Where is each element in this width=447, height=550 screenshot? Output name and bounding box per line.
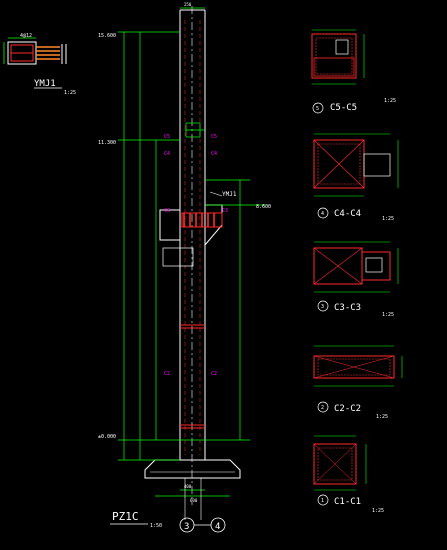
section-c3-num: 3 xyxy=(321,304,324,310)
section-c5-title: C5-C5 xyxy=(330,103,357,113)
section-c4-num: 4 xyxy=(321,211,324,217)
section-c5: 5 C5-C5 1:25 xyxy=(311,29,396,114)
ymj1-dim-label: 4@12 xyxy=(20,33,32,39)
elevation-mid: 11.300 xyxy=(98,140,116,146)
main-scale: 1:50 xyxy=(150,523,162,529)
axis-label-b: 4 xyxy=(215,522,220,532)
ymj1-detail: 4@12 YMJ1 1:25 xyxy=(3,33,76,96)
svg-text:C4: C4 xyxy=(164,151,170,157)
section-c3-scale: 1:25 xyxy=(382,312,394,318)
elevation-right: 8.600 xyxy=(256,204,271,210)
main-title: PZ1C xyxy=(112,510,139,523)
elevation-top: 15.600 xyxy=(98,33,116,39)
column-elevation: C5 C5 C4 C4 C3 C3 C2 C2 YMJ1 xyxy=(118,6,250,505)
main-title-block: PZ1C 1:50 3 4 xyxy=(110,510,226,533)
base-dim-a: 400 xyxy=(184,484,192,489)
ymj1-scale: 1:25 xyxy=(64,90,76,96)
section-c5-scale: 1:25 xyxy=(384,98,396,104)
svg-text:C3: C3 xyxy=(222,208,228,214)
section-c1-num: 1 xyxy=(321,498,324,504)
svg-text:C4: C4 xyxy=(211,151,217,157)
section-c2-num: 2 xyxy=(321,405,324,411)
top-dim-a: 250 xyxy=(184,2,192,7)
svg-text:C5: C5 xyxy=(211,134,217,140)
section-c2-scale: 1:25 xyxy=(376,414,388,420)
section-c3-title: C3-C3 xyxy=(334,303,361,313)
section-c5-num: 5 xyxy=(316,106,319,112)
ymj1-title: YMJ1 xyxy=(34,79,56,89)
base-dim-b: 600 xyxy=(190,498,198,503)
section-c3: 3 C3-C3 1:25 xyxy=(313,241,399,318)
svg-text:C3: C3 xyxy=(164,208,170,214)
section-c2-title: C2-C2 xyxy=(334,404,361,414)
section-c4-scale: 1:25 xyxy=(382,216,394,222)
elevation-base: ±0.000 xyxy=(98,434,116,440)
section-c1-title: C1-C1 xyxy=(334,497,361,507)
svg-text:C5: C5 xyxy=(164,134,170,140)
section-c4: 4 C4-C4 1:25 xyxy=(313,133,399,222)
svg-text:C2: C2 xyxy=(211,371,217,377)
section-c1: 1 C1-C1 1:25 xyxy=(313,435,384,514)
svg-text:C2: C2 xyxy=(164,371,170,377)
section-c2: 2 C2-C2 1:25 xyxy=(313,345,403,420)
ymj1-callout: YMJ1 xyxy=(222,191,237,198)
section-c1-scale: 1:25 xyxy=(372,508,384,514)
dimension-lines xyxy=(118,7,265,520)
axis-label-a: 3 xyxy=(184,522,189,532)
section-c4-title: C4-C4 xyxy=(334,209,361,219)
